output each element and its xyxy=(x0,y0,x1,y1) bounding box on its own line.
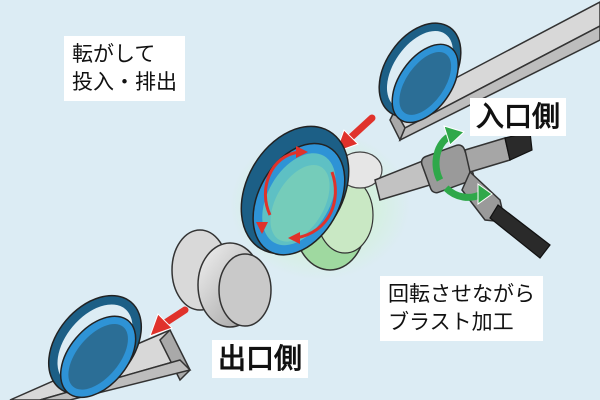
roll-in-out-label: 転がして 投入・排出 xyxy=(64,36,185,101)
inlet-side-label: 入口側 xyxy=(470,98,567,136)
rotation-arrows-icon xyxy=(256,146,337,244)
green-rotate-arrow-icon xyxy=(432,125,493,205)
rotate-blast-label: 回転させながら ブラスト加工 xyxy=(380,276,543,341)
red-arrow-icon xyxy=(149,306,189,337)
inlet-ring xyxy=(378,22,462,124)
outlet-ring xyxy=(47,294,143,399)
outlet-side-label: 出口側 xyxy=(212,340,309,378)
